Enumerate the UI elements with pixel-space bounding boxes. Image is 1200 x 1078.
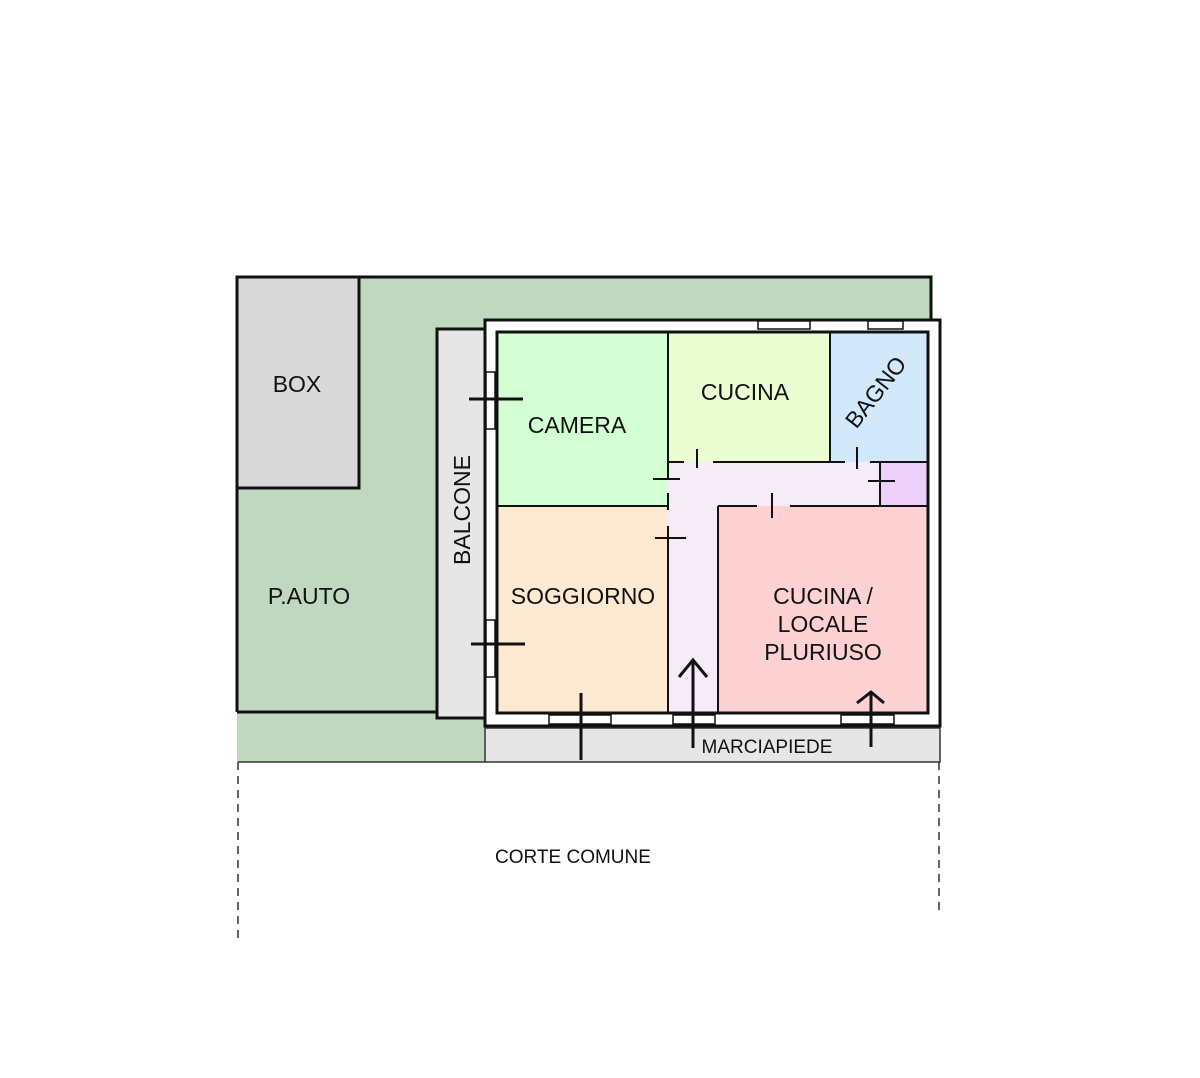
multipurpose-label-3: PLURIUSO <box>764 639 882 665</box>
parking-label: P.AUTO <box>268 583 350 609</box>
bathroom <box>830 332 928 462</box>
sidewalk <box>484 727 941 763</box>
box-label: BOX <box>273 371 322 397</box>
closet <box>880 462 928 506</box>
multipurpose-room <box>718 506 928 713</box>
courtyard-label: CORTE COMUNE <box>495 847 651 868</box>
kitchen-label: CUCINA <box>701 379 790 405</box>
living-label: SOGGIORNO <box>511 583 655 609</box>
living-room <box>497 506 668 713</box>
apartment-inner-wall <box>495 330 930 715</box>
bedroom <box>497 332 668 506</box>
kitchen <box>668 332 830 462</box>
window-marks <box>469 397 583 760</box>
internal-walls <box>497 332 928 713</box>
door-marks <box>653 447 895 539</box>
entrance-arrow-icon <box>856 690 885 747</box>
garden-border <box>235 275 933 712</box>
box-garage <box>235 275 361 490</box>
hallway <box>668 462 880 506</box>
multipurpose-label-2: LOCALE <box>778 611 869 637</box>
balcony-label: BALCONE <box>449 455 475 565</box>
multipurpose-label-1: CUCINA / <box>773 583 873 609</box>
sidewalk-label: MARCIAPIEDE <box>702 737 833 758</box>
bedroom-label: CAMERA <box>528 412 627 438</box>
entrance-arrow-icon <box>677 657 709 748</box>
